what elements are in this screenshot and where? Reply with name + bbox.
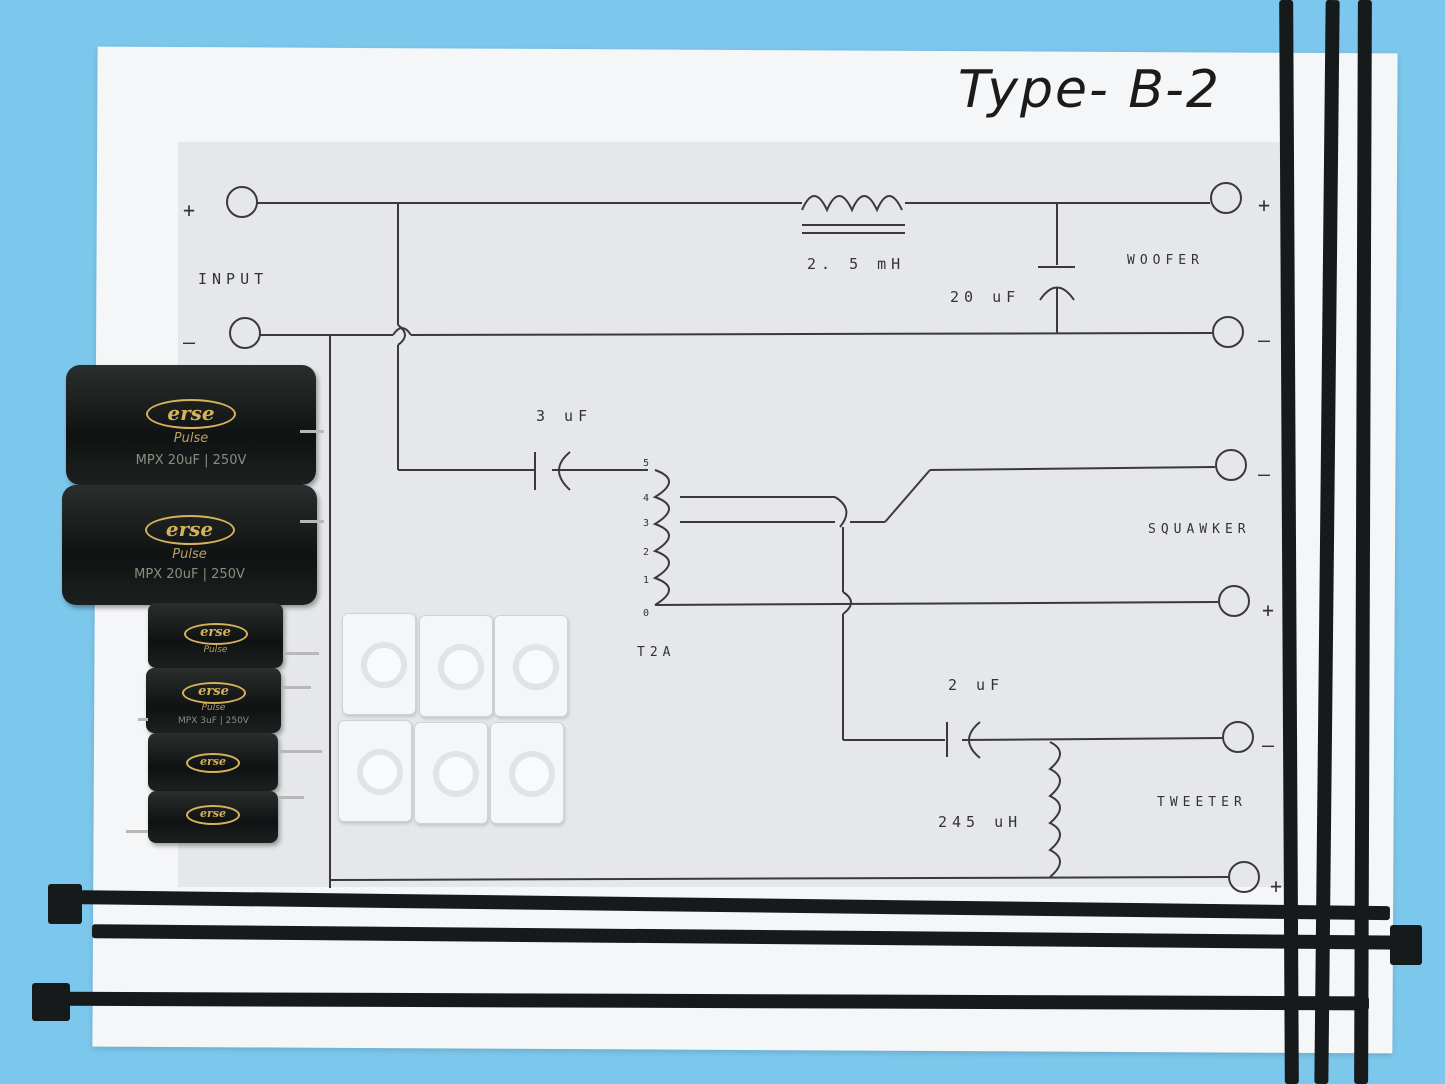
capacitor-lead xyxy=(278,750,322,753)
series-label: Pulse xyxy=(173,431,209,446)
tap-2: 2 xyxy=(643,547,655,558)
capacitor-lead xyxy=(278,796,304,799)
spec-label: MPX 20uF | 250V xyxy=(134,567,245,582)
woofer-plus-sign: + xyxy=(1258,193,1276,217)
capacitor-lead xyxy=(300,520,324,523)
erse-logo: erse xyxy=(183,623,248,645)
tweeter-minus-sign: — xyxy=(1262,733,1280,757)
mounting-holder xyxy=(414,722,488,824)
inductor-245uh xyxy=(1048,741,1061,878)
mounting-holder xyxy=(494,615,568,717)
mounting-holder xyxy=(490,722,564,824)
capacitor-lead xyxy=(126,830,148,833)
cap-woofer-label: 20 uF xyxy=(950,288,1021,306)
capacitor-20uf-a: erse Pulse MPX 20uF | 250V xyxy=(66,365,316,485)
squawker-plus-sign: + xyxy=(1262,598,1280,622)
capacitor-lead xyxy=(300,430,324,433)
tap-3: 3 xyxy=(643,518,655,529)
input-minus-sign: — xyxy=(183,330,201,354)
capacitor-small-d: erse xyxy=(148,791,278,843)
sheet-title: Type- B-2 xyxy=(958,60,1221,120)
inductor-main-label: 2. 5 mH xyxy=(807,255,906,273)
tap-5: 5 xyxy=(643,458,655,469)
woofer-label: WOOFER xyxy=(1127,253,1204,268)
input-label: INPUT xyxy=(198,270,269,288)
autoformer-label: T2A xyxy=(637,645,676,660)
cap-squawker-label: 3 uF xyxy=(536,407,593,425)
cable-tie-head xyxy=(32,983,70,1021)
squawker-minus-terminal xyxy=(1215,449,1247,481)
cable-tie-head xyxy=(1390,925,1422,965)
erse-logo: erse xyxy=(146,399,236,429)
tweeter-minus-terminal xyxy=(1222,721,1254,753)
series-label: Pulse xyxy=(172,547,207,562)
capacitor-3uf: erse Pulse MPX 3uF | 250V xyxy=(146,668,281,733)
mounting-holder xyxy=(338,720,412,822)
mounting-holder xyxy=(342,613,416,715)
squawker-plus-terminal xyxy=(1218,585,1250,617)
erse-logo: erse xyxy=(181,682,246,704)
series-label: Pulse xyxy=(201,703,226,713)
capacitor-lead xyxy=(138,718,148,721)
woofer-minus-terminal xyxy=(1212,316,1244,348)
inductor-2-5mh xyxy=(801,195,903,213)
capacitor-20uf-b: erse Pulse MPX 20uF | 250V xyxy=(62,485,317,605)
cap-tweeter-label: 2 uF xyxy=(948,676,1005,694)
tweeter-plus-terminal xyxy=(1228,861,1260,893)
tap-4: 4 xyxy=(643,493,655,504)
capacitor-lead xyxy=(281,686,311,689)
woofer-plus-terminal xyxy=(1210,182,1242,214)
capacitor-lead xyxy=(283,652,319,655)
erse-logo: erse xyxy=(186,805,240,825)
woofer-minus-sign: — xyxy=(1258,328,1276,352)
input-plus-sign: + xyxy=(183,198,201,222)
inductor-tweeter-label: 245 uH xyxy=(938,813,1023,831)
tap-0: 0 xyxy=(643,608,655,619)
input-plus-terminal xyxy=(226,186,258,218)
squawker-label: SQUAWKER xyxy=(1148,522,1251,537)
spec-label: MPX 3uF | 250V xyxy=(178,716,249,726)
input-minus-terminal xyxy=(229,317,261,349)
mounting-holder xyxy=(419,615,493,717)
spec-label: MPX 20uF | 250V xyxy=(135,453,247,468)
squawker-minus-sign: — xyxy=(1258,462,1276,486)
erse-logo: erse xyxy=(144,515,235,545)
cable-tie-head xyxy=(48,884,82,924)
tweeter-label: TWEETER xyxy=(1157,795,1247,810)
series-label: Pulse xyxy=(203,645,228,655)
autoformer-t2a xyxy=(652,469,670,606)
erse-logo: erse xyxy=(186,753,240,773)
tweeter-plus-sign: + xyxy=(1270,874,1288,898)
tap-1: 1 xyxy=(643,575,655,586)
capacitor-small-a: erse Pulse xyxy=(148,603,283,668)
capacitor-small-c: erse xyxy=(148,733,278,791)
